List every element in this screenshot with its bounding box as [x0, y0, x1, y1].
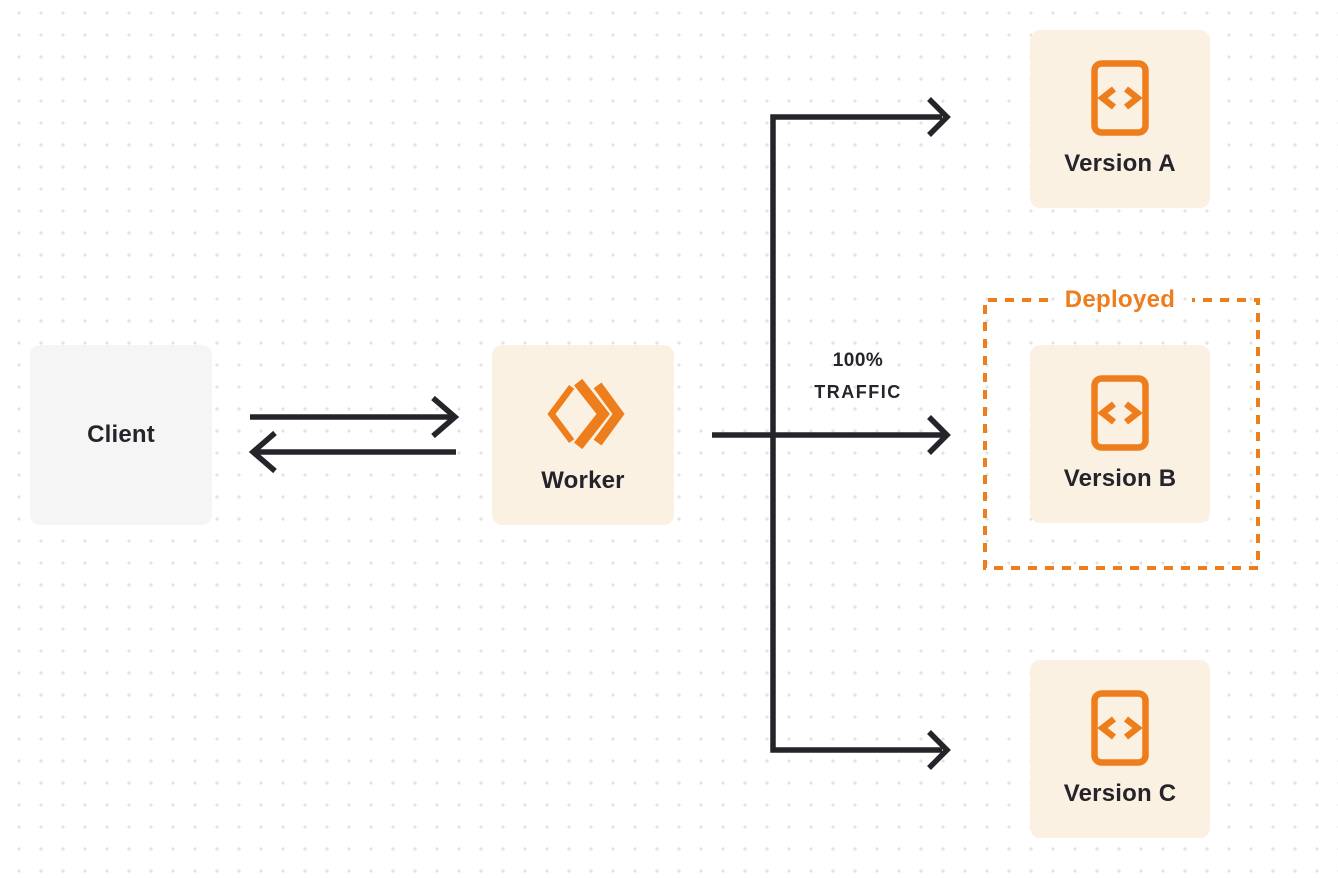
branch-to-version-a-arrowhead-icon — [927, 97, 951, 137]
version-a-label: Version A — [1064, 150, 1176, 177]
traffic-word-label: TRAFFIC — [814, 382, 902, 402]
code-document-icon — [1091, 375, 1149, 451]
version-b-node: Version B — [1030, 345, 1210, 523]
client-node: Client — [30, 345, 212, 525]
code-document-icon — [1091, 690, 1149, 766]
worker-node: Worker — [492, 345, 674, 525]
version-c-label: Version C — [1063, 780, 1177, 807]
client-label: Client — [87, 421, 155, 448]
branch-trunk-line — [770, 114, 942, 753]
cloudflare-workers-logo-icon — [541, 375, 625, 453]
worker-label: Worker — [541, 467, 625, 494]
traffic-percent-label: 100% — [832, 350, 884, 371]
branch-to-version-c-arrowhead-icon — [927, 730, 951, 770]
deployed-label: Deployed — [1064, 286, 1176, 313]
version-a-node: Version A — [1030, 30, 1210, 208]
client-to-worker-arrowhead-icon — [431, 395, 460, 439]
worker-to-client-arrowhead-icon — [248, 430, 277, 474]
version-c-node: Version C — [1030, 660, 1210, 838]
code-document-icon — [1091, 60, 1149, 136]
traffic-annotation: 100% TRAFFIC — [790, 349, 926, 403]
version-b-label: Version B — [1063, 465, 1177, 492]
worker-to-version-b-arrowhead-icon — [927, 415, 951, 455]
